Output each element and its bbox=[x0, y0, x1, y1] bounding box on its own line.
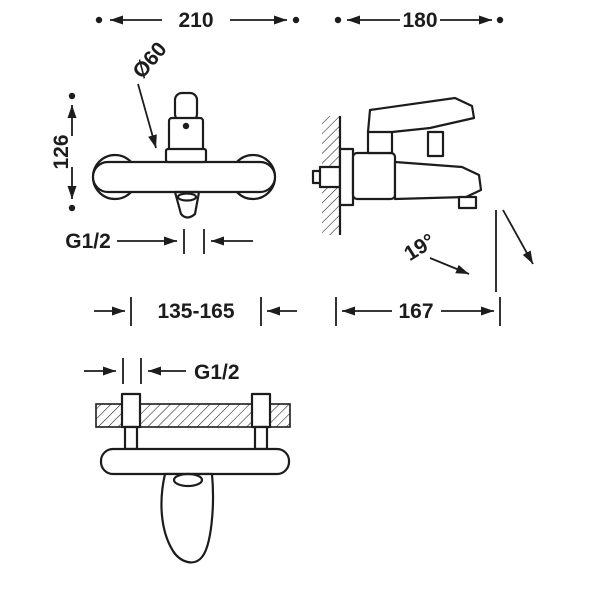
g12-bottom-label: G1/2 bbox=[194, 361, 240, 384]
angle-annotation: 19° bbox=[400, 209, 534, 292]
inlet-nipple-right bbox=[250, 392, 272, 429]
callout-flange-diameter: Ø60 bbox=[129, 38, 172, 149]
mixer-body-bottom bbox=[99, 447, 291, 476]
handle-top bbox=[173, 91, 199, 123]
leader-line bbox=[137, 83, 157, 149]
handle-screw-dot bbox=[182, 122, 190, 130]
inlet-fitting bbox=[318, 165, 342, 189]
stream-angled-line bbox=[502, 209, 534, 265]
dim-end-dot bbox=[496, 16, 504, 24]
connector-right bbox=[253, 425, 269, 451]
dimension-inlet-thread: G1/2 bbox=[84, 358, 240, 384]
dim-end-dot bbox=[95, 16, 103, 24]
cartridge-dome bbox=[172, 472, 204, 488]
dimension-inlet-centers: 135-165 bbox=[94, 297, 297, 326]
bottom-view bbox=[95, 392, 291, 564]
cartridge-base bbox=[164, 147, 208, 164]
dimension-outlet-thread: G1/2 bbox=[65, 229, 253, 254]
aerator-side bbox=[457, 195, 478, 210]
diverter-tab bbox=[426, 130, 445, 158]
dimension-side-depth: 180 bbox=[334, 9, 504, 32]
inlet-nipple-left bbox=[120, 392, 142, 429]
handle-lever-bottom bbox=[160, 472, 215, 564]
dim-180-label: 180 bbox=[402, 9, 437, 32]
wall-hatch-bottom bbox=[95, 403, 291, 428]
connector-left bbox=[123, 425, 139, 451]
dim-end-dot bbox=[334, 16, 342, 24]
dim-126-label: 126 bbox=[50, 134, 73, 169]
mixer-body bbox=[91, 160, 277, 194]
shower-outlet bbox=[173, 190, 201, 219]
dim-135-165-label: 135-165 bbox=[157, 300, 234, 323]
dim-end-dot bbox=[292, 16, 300, 24]
angle-arrow bbox=[429, 257, 470, 275]
dim-end-dot bbox=[68, 92, 76, 100]
dim-d60-label: Ø60 bbox=[129, 38, 172, 83]
dimension-spout-projection: 167 bbox=[335, 297, 501, 326]
dimension-front-width: 210 bbox=[95, 9, 300, 32]
dim-end-dot bbox=[68, 204, 76, 212]
g12-top-label: G1/2 bbox=[65, 230, 111, 253]
dimension-body-height: 126 bbox=[50, 92, 77, 212]
flange-side bbox=[338, 147, 355, 207]
dim-210-label: 210 bbox=[178, 9, 213, 32]
outlet-ellipse bbox=[176, 192, 198, 202]
handle-lever-side bbox=[366, 96, 476, 134]
handle-stem bbox=[366, 129, 394, 155]
front-view bbox=[91, 91, 277, 219]
side-view bbox=[311, 96, 483, 235]
dim-167-label: 167 bbox=[398, 300, 433, 323]
body-side bbox=[351, 151, 397, 201]
spout-side bbox=[393, 160, 483, 201]
